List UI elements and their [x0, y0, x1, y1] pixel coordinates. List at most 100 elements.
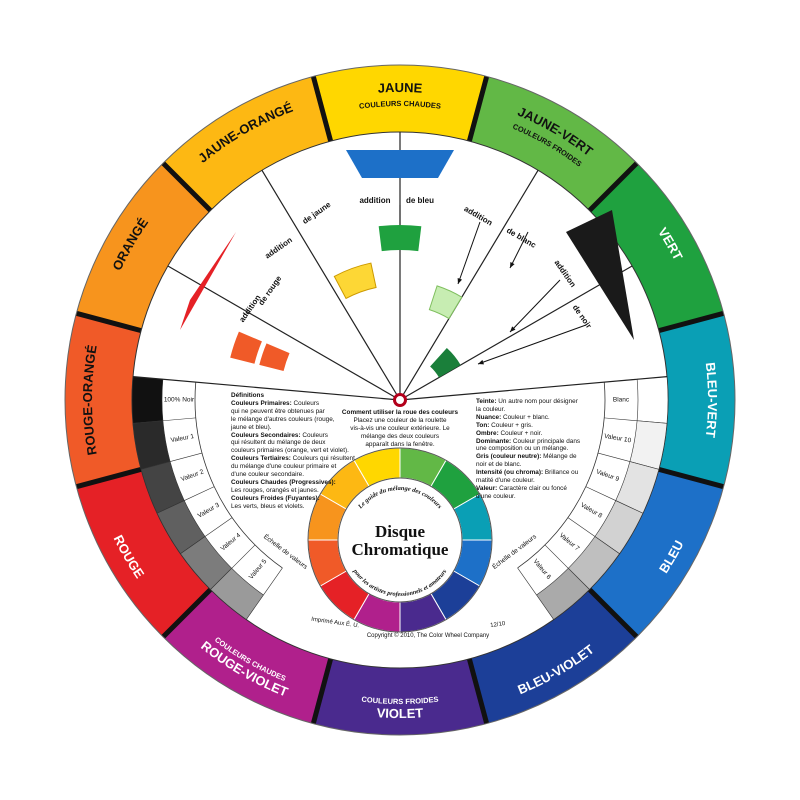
- text-line: matité d'une couleur.: [476, 477, 535, 485]
- segment-rouge-violet: [163, 589, 331, 724]
- text-line: couleurs primaires (orange, vert et viol…: [231, 447, 349, 455]
- text-line: Teinte: Un autre nom pour désigner: [476, 398, 578, 405]
- value-label-right: Valeur 10: [604, 433, 633, 445]
- window-de-rouge: [259, 343, 290, 371]
- segment-label-jaune: JAUNE: [377, 80, 423, 96]
- segment-label-violet: VIOLET: [376, 705, 423, 721]
- segment-violet: [313, 658, 487, 735]
- segment-vert: [589, 163, 724, 331]
- segment-divider: [310, 658, 334, 725]
- value-swatch-right-0: [636, 376, 669, 424]
- mix-ray: [261, 169, 401, 401]
- text-line: Les verts, bleus et violets.: [231, 502, 305, 510]
- black-window: [566, 210, 634, 340]
- text-line: Valeur: Caractère clair ou foncé: [476, 484, 567, 492]
- text-line: le mélange d'autres couleurs (rouge,: [231, 415, 335, 423]
- window-de-bleu: [378, 225, 422, 252]
- value-label-left: Valeur 1: [170, 433, 195, 444]
- segment-label-bleu-vert: BLEU-VERT: [703, 362, 720, 439]
- how-to-line: mélange des deux couleurs: [360, 432, 440, 440]
- red-window: [180, 232, 236, 330]
- text-line: Dominante: Couleur principale dans: [476, 437, 581, 445]
- segment-divider: [75, 310, 142, 334]
- segment-divider: [161, 587, 213, 639]
- definitions-heading: Définitions: [231, 392, 265, 399]
- mix-arrow: [509, 279, 561, 333]
- segment-divider: [587, 161, 639, 213]
- segment-rouge-orange: [65, 313, 142, 487]
- segment-jaune: [313, 65, 487, 142]
- center-title-line2: Chromatique: [352, 540, 449, 559]
- segment-divider: [466, 658, 490, 725]
- text-line: d'une couleur secondaire.: [231, 471, 304, 479]
- segment-bleu: [589, 469, 724, 637]
- how-to-title: Comment utiliser la roue des couleurs: [341, 409, 459, 416]
- top-notch: [346, 150, 454, 178]
- window-de-jaune: [333, 262, 377, 300]
- value-label-left: 100% Noir: [164, 397, 195, 404]
- ray-label-2: de bleu: [406, 196, 434, 205]
- center-title-line1: Disque: [375, 522, 426, 541]
- text-line: Couleurs Chaudes (Progressives):: [231, 478, 336, 486]
- segment-divider: [310, 75, 334, 142]
- segment-bleu-violet: [469, 589, 637, 724]
- segment-divider: [658, 310, 725, 334]
- text-line: Nuance: Couleur + blanc.: [476, 413, 550, 421]
- text-line: qui résultent du mélange de deux: [231, 439, 326, 447]
- value-label-right: Blanc: [613, 397, 630, 404]
- text-line: qui ne peuvent être obtenues par: [231, 407, 325, 415]
- how-to-line: vis-à-vis une couleur extérieure. Le: [350, 424, 450, 432]
- text-line: Couleurs Primaires: Couleurs: [231, 399, 320, 407]
- mix-ray: [399, 376, 668, 401]
- text-line: Ton: Couleur + gris.: [476, 421, 533, 429]
- window-de-noir: [430, 347, 461, 378]
- segment-jaune-vert: [469, 76, 637, 211]
- how-to-line: Placez une couleur de la roulette: [353, 416, 447, 424]
- segment-divider: [75, 466, 142, 490]
- segment-jaune-orange: [163, 76, 331, 211]
- footer-text-2: 12/10: [490, 621, 506, 629]
- text-line: Couleurs Tertiaires: Couleurs qui résult…: [231, 455, 355, 463]
- text-line: Les rouges, orangés et jaunes.: [231, 486, 319, 494]
- outer-hue-ring: [64, 64, 736, 736]
- mix-ray: [399, 169, 539, 401]
- text-line: Intensité (ou chroma): Brillance ou: [476, 469, 579, 477]
- mix-arrow: [457, 221, 481, 285]
- segment-label-rouge-orange: ROUGE-ORANGÉ: [80, 343, 100, 456]
- how-to-line: apparaît dans la fenêtre.: [365, 440, 435, 448]
- text-line: une composition ou un mélange.: [476, 445, 569, 453]
- text-line: noir et de blanc.: [476, 461, 522, 469]
- segment-sublabel-jaune: COULEURS CHAUDES: [359, 99, 442, 111]
- segment-rouge: [76, 469, 211, 637]
- mix-ray: [167, 265, 401, 401]
- value-swatch-left-0: [131, 376, 164, 424]
- text-line: Couleurs Froides (Fuyantes):: [231, 494, 320, 502]
- segment-orange: [76, 163, 211, 331]
- segment-divider: [587, 587, 639, 639]
- window-de-blanc: [428, 285, 463, 320]
- segment-divider: [161, 161, 213, 213]
- pivot-rivet: [393, 393, 407, 407]
- segment-sublabel-violet: COULEURS FROIDES: [361, 695, 439, 706]
- text-line: Gris (couleur neutre): Mélange de: [476, 453, 577, 461]
- mixing-rays: [132, 132, 668, 401]
- mix-ray: [399, 265, 633, 401]
- mix-arrow: [477, 324, 587, 365]
- mix-arrow: [509, 231, 529, 269]
- ray-label-addition: addition: [359, 196, 390, 205]
- text-line: du mélange d'une couleur primaire et: [231, 463, 337, 471]
- text-line: Couleurs Secondaires: Couleurs: [231, 431, 328, 439]
- segment-divider: [466, 75, 490, 142]
- text-line: Ombre: Couleur + noir.: [476, 429, 543, 437]
- segment-divider: [658, 466, 725, 490]
- mix-ray: [132, 376, 401, 401]
- footer-text-1: Copyright © 2010, The Color Wheel Compan…: [367, 632, 489, 639]
- text-line: jaune et bleu).: [231, 423, 272, 431]
- text-line: la couleur.: [476, 405, 506, 413]
- segment-bleu-vert: [658, 313, 735, 487]
